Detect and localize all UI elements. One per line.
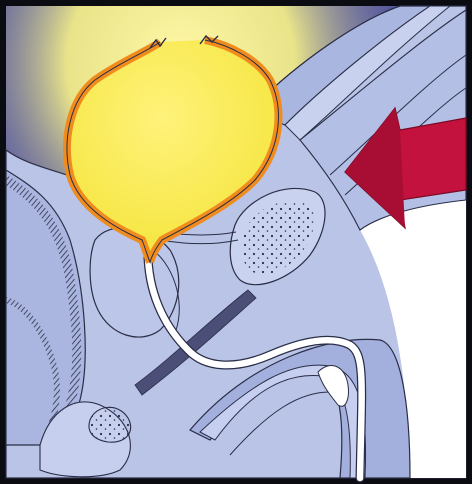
anatomical-diagram bbox=[0, 0, 472, 484]
pelvic-cross-section-illustration bbox=[0, 0, 472, 484]
